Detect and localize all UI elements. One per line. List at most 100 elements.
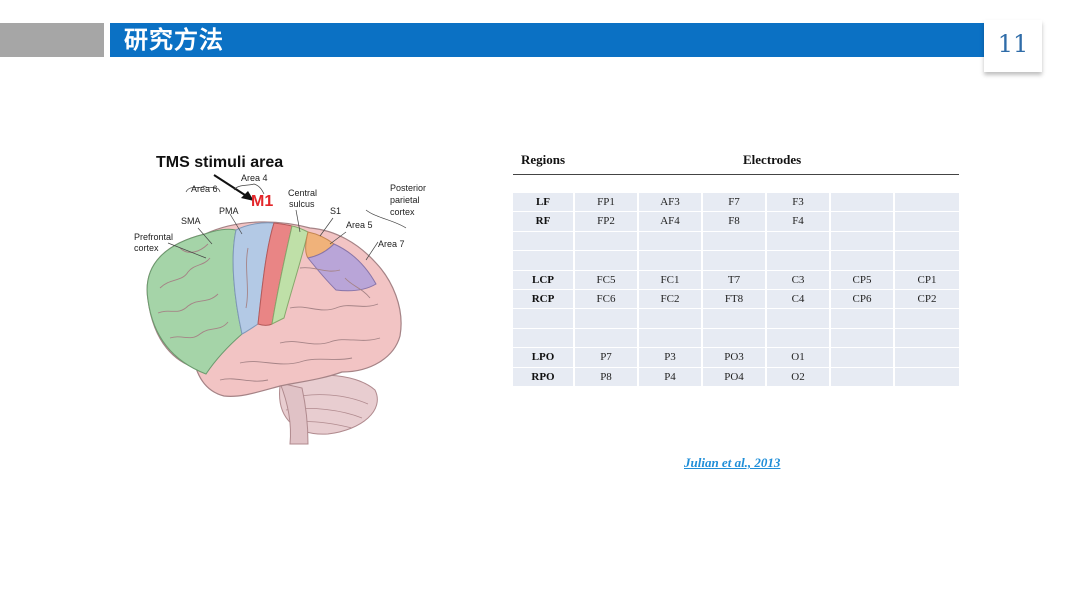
page-number: 11 — [997, 30, 1029, 58]
electrode-cell — [895, 328, 959, 349]
electrode-cell: C3 — [767, 270, 831, 290]
table-row: RPO P8 P4 PO4 O2 — [513, 367, 959, 387]
slide-title: 研究方法 — [124, 26, 224, 54]
electrode-cell — [703, 328, 767, 349]
electrode-cell — [831, 231, 895, 252]
electrode-cell: FC6 — [575, 289, 639, 310]
electrode-cell — [895, 251, 959, 271]
electrode-cell — [895, 367, 959, 387]
electrode-cell — [703, 231, 767, 252]
electrode-cell: CP5 — [831, 270, 895, 290]
table-row — [513, 328, 959, 349]
prefrontal-label-2: cortex — [134, 243, 159, 253]
sma-label: SMA — [181, 216, 201, 226]
s1-label: S1 — [330, 206, 341, 216]
brain-diagram: TMS stimuli area Area 4 Area 6 M1 Centra… — [134, 154, 426, 445]
m1-label: M1 — [251, 193, 273, 210]
electrode-cell: F3 — [767, 193, 831, 213]
electrode-cell — [895, 309, 959, 329]
electrode-cell — [703, 309, 767, 329]
electrode-cell: AF4 — [639, 212, 703, 232]
electrode-cell — [831, 212, 895, 232]
electrode-cell — [895, 348, 959, 368]
region-cell: RF — [513, 212, 575, 232]
central-label-2: sulcus — [289, 199, 315, 209]
electrode-cell — [895, 193, 959, 213]
electrode-cell — [639, 309, 703, 329]
electrode-cell — [575, 231, 639, 252]
electrode-cell: FC1 — [639, 270, 703, 290]
electrode-cell — [831, 193, 895, 213]
electrode-cell — [831, 367, 895, 387]
electrode-cell: PO3 — [703, 348, 767, 368]
electrode-cell — [703, 251, 767, 271]
electrode-cell: P3 — [639, 348, 703, 368]
electrode-cell: AF3 — [639, 193, 703, 213]
region-cell: LF — [513, 193, 575, 213]
electrode-cell: FC2 — [639, 289, 703, 310]
table-body: LF FP1 AF3 F7 F3 RF FP2 AF4 F8 F4 — [513, 193, 959, 387]
electrode-cell: FC5 — [575, 270, 639, 290]
electrode-cell — [767, 328, 831, 349]
posterior-label-1: Posterior — [390, 183, 426, 193]
electrode-cell: C4 — [767, 289, 831, 310]
table-row: LF FP1 AF3 F7 F3 — [513, 193, 959, 213]
electrode-cell — [575, 328, 639, 349]
table-row: LPO P7 P3 PO3 O1 — [513, 348, 959, 368]
electrode-cell: CP2 — [895, 289, 959, 310]
tms-label: TMS stimuli area — [156, 154, 283, 171]
table-row — [513, 251, 959, 271]
table-row: RCP FC6 FC2 FT8 C4 CP6 CP2 — [513, 289, 959, 310]
area5-label: Area 5 — [346, 220, 373, 230]
region-cell: RPO — [513, 367, 575, 387]
area7-region — [307, 243, 377, 292]
header-bar — [110, 23, 1040, 57]
electrode-cell: P4 — [639, 367, 703, 387]
electrode-cell — [639, 251, 703, 271]
table-row — [513, 231, 959, 252]
electrode-cell — [831, 251, 895, 271]
central-label-1: Central — [288, 188, 317, 198]
electrode-cell: CP6 — [831, 289, 895, 310]
region-cell: LCP — [513, 270, 575, 290]
electrode-cell — [831, 328, 895, 349]
table-row: LCP FC5 FC1 T7 C3 CP5 CP1 — [513, 270, 959, 290]
electrode-cell — [575, 309, 639, 329]
posterior-label-2: parietal — [390, 195, 420, 205]
brainstem — [279, 382, 309, 445]
electrode-cell — [639, 328, 703, 349]
citation-link[interactable]: Julian et al., 2013 — [684, 455, 781, 470]
table-row: RF FP2 AF4 F8 F4 — [513, 212, 959, 232]
header-regions: Regions — [521, 152, 566, 167]
electrode-cell — [575, 251, 639, 271]
area4-label: Area 4 — [241, 173, 268, 183]
pma-label: PMA — [219, 206, 239, 216]
electrode-cell — [767, 251, 831, 271]
electrode-cell — [831, 348, 895, 368]
page-number-box — [984, 20, 1042, 72]
table-row — [513, 309, 959, 329]
electrode-cell: P7 — [575, 348, 639, 368]
electrode-cell: P8 — [575, 367, 639, 387]
posterior-label-3: cortex — [390, 207, 415, 217]
electrode-cell — [639, 231, 703, 252]
region-cell — [513, 328, 575, 349]
electrode-cell — [767, 309, 831, 329]
electrode-cell: FP1 — [575, 193, 639, 213]
electrode-cell: T7 — [703, 270, 767, 290]
region-cell — [513, 251, 575, 271]
prefrontal-label-1: Prefrontal — [134, 232, 173, 242]
electrode-cell: F8 — [703, 212, 767, 232]
electrode-cell: O2 — [767, 367, 831, 387]
area6-label: Area 6 — [191, 184, 218, 194]
region-cell — [513, 231, 575, 252]
electrode-cell: O1 — [767, 348, 831, 368]
electrode-cell: F7 — [703, 193, 767, 213]
electrode-table: Regions Electrodes LF FP1 AF3 F7 F3 RF F… — [513, 150, 959, 387]
header-electrodes: Electrodes — [743, 152, 802, 167]
electrode-cell: FT8 — [703, 289, 767, 310]
electrode-cell: CP1 — [895, 270, 959, 290]
electrode-cell — [895, 231, 959, 252]
region-cell — [513, 309, 575, 329]
area7-label: Area 7 — [378, 239, 405, 249]
